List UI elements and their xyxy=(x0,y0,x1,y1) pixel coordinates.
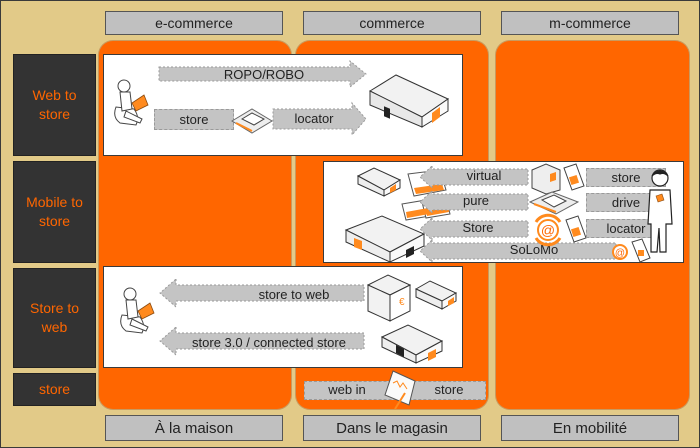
row-label-text: Store to web xyxy=(29,300,80,335)
label-store-bottom: store xyxy=(434,382,464,397)
row-label-mobile-to-store: Mobile to store xyxy=(13,161,96,263)
row-label-text: Web to store xyxy=(32,87,77,122)
footer-en-mobilite: En mobilité xyxy=(501,415,679,441)
footer-dans-le-magasin: Dans le magasin xyxy=(303,415,481,441)
arrow-store-to-web xyxy=(159,277,365,309)
panel-mobile-to-store: virtual pure Store SoLoMo xyxy=(323,161,684,264)
at-sign-icon: @ xyxy=(612,238,651,263)
arrow-pure xyxy=(419,189,529,215)
label-virtual: virtual xyxy=(466,168,502,183)
label-pure: pure xyxy=(462,193,490,208)
column-header-commerce: commerce xyxy=(303,11,481,35)
shopping-cart-icon xyxy=(401,169,451,221)
label-locator-right: locator xyxy=(586,219,666,238)
arrow-virtual xyxy=(419,164,529,190)
warehouse-icon xyxy=(356,167,402,197)
shop-front-icon: € xyxy=(366,274,412,322)
arrow-locator xyxy=(272,101,367,137)
label-store-right: store xyxy=(586,168,666,187)
row-label-store-to-web: Store to web xyxy=(13,268,96,368)
car-parking-icon xyxy=(231,108,273,134)
warehouse-icon xyxy=(344,215,426,263)
label-store-to-web: store to web xyxy=(258,287,330,302)
person-phone-icon xyxy=(647,169,673,253)
arrow-connected-store xyxy=(159,325,365,357)
label-locator: locator xyxy=(294,111,334,126)
label-web-in: web in xyxy=(328,382,366,397)
label-drive: drive xyxy=(586,193,666,212)
mobile-phone-icon xyxy=(565,215,587,243)
svg-text:@: @ xyxy=(615,248,625,259)
label-store-left: Store xyxy=(462,220,494,235)
tablet-icon xyxy=(384,370,416,410)
row-label-web-to-store: Web to store xyxy=(13,54,96,156)
svg-text:@: @ xyxy=(541,222,555,238)
label-ropo-robo: ROPO/ROBO xyxy=(223,67,305,82)
row-label-store: store xyxy=(13,373,96,406)
footer-a-la-maison: À la maison xyxy=(105,415,283,441)
person-laptop-icon xyxy=(114,79,149,126)
arrow-ropo-robo xyxy=(158,59,367,89)
row-label-text: store xyxy=(38,381,71,397)
car-parking-icon xyxy=(528,191,580,215)
mobile-phone-icon xyxy=(563,163,585,191)
warehouse-icon xyxy=(368,74,450,128)
warehouse-icon xyxy=(414,280,458,310)
warehouse-icon xyxy=(380,324,444,364)
label-connected-store: store 3.0 / connected store xyxy=(192,335,346,350)
svg-text:€: € xyxy=(399,297,405,308)
arrow-solomo xyxy=(419,238,617,264)
label-store: store xyxy=(154,109,234,130)
column-header-m-commerce: m-commerce xyxy=(501,11,679,35)
arrow-store xyxy=(419,216,529,242)
row-label-text: Mobile to store xyxy=(26,194,83,229)
panel-store-to-web: store to web store 3.0 / connected store… xyxy=(103,266,463,368)
person-laptop-icon xyxy=(120,287,155,334)
panel-web-to-store: ROPO/ROBO store locator xyxy=(103,54,463,156)
at-sign-icon: @ xyxy=(534,213,587,247)
locker-icon xyxy=(531,163,585,195)
column-header-e-commerce: e-commerce xyxy=(105,11,283,35)
